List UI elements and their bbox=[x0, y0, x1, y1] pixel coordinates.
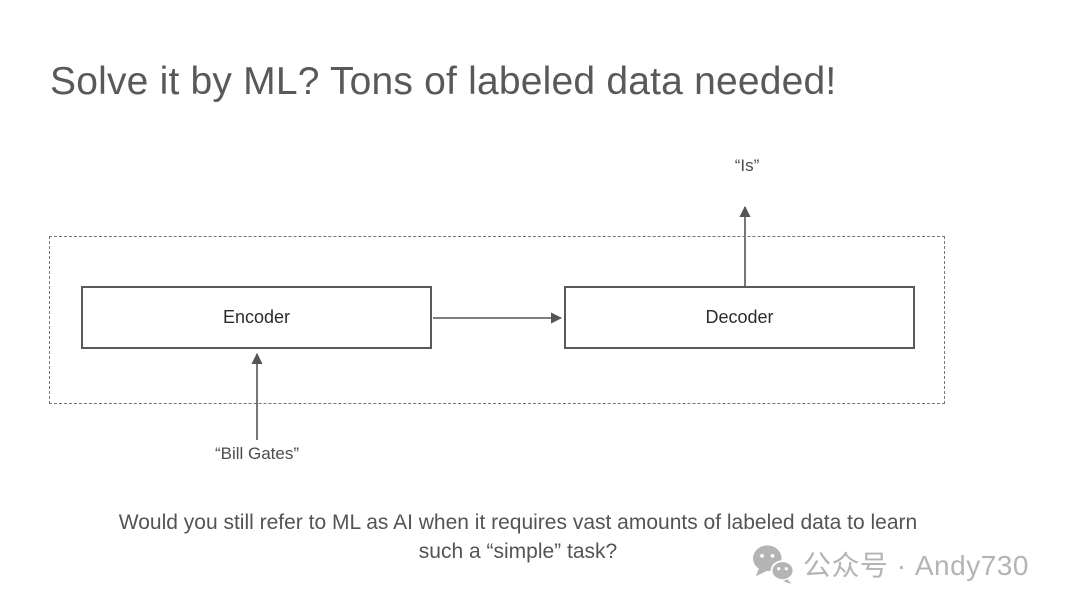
watermark-text: 公众号 · Andy730 bbox=[803, 550, 1029, 581]
wechat-icon bbox=[753, 545, 794, 584]
output-label: “Is” bbox=[734, 156, 760, 175]
decoder-label: Decoder bbox=[705, 307, 774, 327]
input-label: “Bill Gates” bbox=[214, 444, 300, 463]
watermark: 公众号 · Andy730 bbox=[752, 544, 1029, 584]
encoder-label: Encoder bbox=[222, 307, 291, 327]
encoder-box: Encoder bbox=[81, 286, 432, 349]
model-boundary-box bbox=[49, 236, 945, 404]
slide-title: Solve it by ML? Tons of labeled data nee… bbox=[50, 60, 837, 103]
caption-line-2: such a “simple” task? bbox=[418, 540, 618, 563]
decoder-box: Decoder bbox=[564, 286, 915, 349]
caption: Would you still refer to ML as AI when i… bbox=[0, 508, 1036, 566]
caption-line-1: Would you still refer to ML as AI when i… bbox=[118, 511, 918, 534]
